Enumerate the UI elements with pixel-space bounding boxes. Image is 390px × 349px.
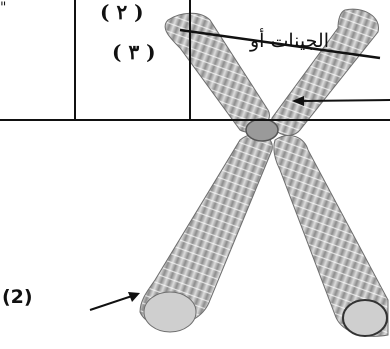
chromatid-arm-upper-right [272, 9, 379, 135]
telomere-bottom-right [343, 300, 387, 336]
label-mid-number: ( ٣ ) [112, 40, 156, 64]
centromere [246, 119, 278, 141]
corner-mark: " [0, 0, 6, 16]
label-top-number: ( ٢ ) [100, 0, 144, 24]
label-genes-text: الجينات أو [250, 30, 329, 52]
telomere-bottom-left [144, 292, 196, 332]
label-part-2: (2) [2, 286, 33, 308]
arrow-to-telomere [90, 292, 140, 310]
